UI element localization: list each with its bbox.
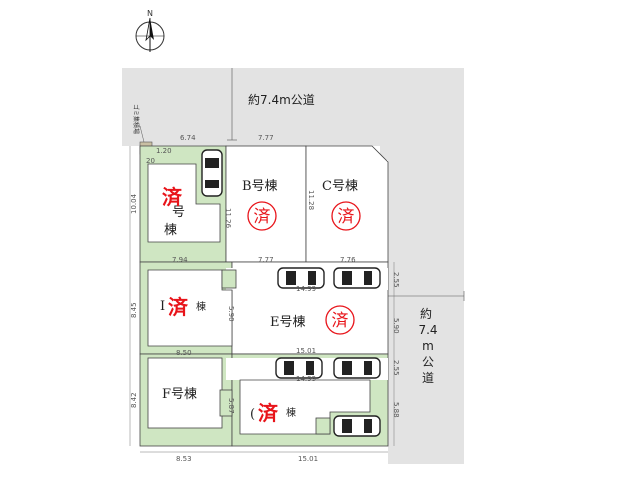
lot-f-label: F号棟 — [162, 387, 197, 402]
dim-lot-d-left: 8.45 — [130, 302, 138, 318]
dim-lot-c-bottom: 7.76 — [340, 256, 356, 264]
dim-corner-a: 1.20 — [156, 147, 172, 155]
dim-lot-d-bottom: 8.50 — [176, 349, 192, 357]
lot-c-label: C号棟 — [322, 179, 358, 194]
dim-lot-b-left: 11.26 — [224, 208, 232, 229]
dim-lot-g-right: 5.88 — [392, 402, 400, 418]
building-f — [147, 357, 223, 429]
lot-a-label-1: 号 — [172, 205, 185, 220]
lot-e-label: E号棟 — [270, 315, 306, 330]
building-g — [239, 379, 371, 435]
lot-d-sold-mark: 済 — [168, 295, 189, 319]
car-icon — [275, 357, 323, 379]
east-road-label-1: 約 — [420, 306, 432, 321]
lot-d-label-suffix: 棟 — [196, 300, 206, 313]
dim-lot-a-bottom: 7.94 — [172, 256, 188, 264]
dim-lot-e-bottom: 15.01 — [296, 347, 316, 355]
dim-lot-e-left: 5.90 — [227, 306, 235, 322]
dim-east-top: 2.55 — [392, 272, 400, 288]
dim-top-a: 6.74 — [180, 134, 196, 142]
east-road-label-5: 道 — [422, 371, 434, 385]
dim-bottom-g: 15.01 — [298, 455, 318, 463]
lot-b-seal — [247, 201, 277, 231]
north-label: N — [147, 9, 153, 18]
north-arrow-icon: N — [135, 9, 165, 52]
lot-c-seal — [331, 201, 361, 231]
lot-c — [305, 145, 389, 263]
east-road-label-2: 7.4 — [418, 323, 437, 337]
dim-bottom-f: 8.53 — [176, 455, 192, 463]
lot-g-sold-mark: 済 — [258, 401, 279, 425]
dim-lot-g-left: 5.87 — [227, 398, 235, 414]
dim-lot-g-top: 14.99 — [296, 375, 316, 383]
dim-lot-e-top: 14.99 — [296, 285, 316, 293]
lot-d-label-prefix: I — [160, 299, 165, 314]
dim-corner-b: 20 — [146, 157, 155, 165]
dim-lot-a-left: 10.04 — [130, 193, 138, 214]
garbage-label: ゴミ集積場 — [132, 104, 140, 134]
lot-a-sold-mark: 済 — [162, 185, 183, 209]
dim-east-mid: 2.55 — [392, 360, 400, 376]
lot-e-seal-mark: 済 — [332, 311, 349, 331]
dim-top-b: 7.77 — [258, 134, 274, 142]
lot-a-label-2: 棟 — [164, 223, 177, 238]
lot-g-label-prefix: ( — [250, 407, 255, 422]
car-icon — [333, 357, 381, 379]
lot-b-seal-mark: 済 — [254, 207, 271, 227]
lot-g-label-suffix: 棟 — [286, 406, 296, 419]
lot-b — [225, 145, 307, 263]
car-icon — [201, 149, 223, 197]
lot-b-label: B号棟 — [242, 179, 278, 194]
car-icons — [201, 149, 381, 437]
east-road-label-3: m — [422, 339, 434, 353]
dim-lot-b-bottom: 7.77 — [258, 256, 274, 264]
north-road-label: 約7.4m公道 — [248, 92, 315, 107]
car-icon — [333, 267, 381, 289]
car-icon — [277, 267, 325, 289]
east-road-label-4: 公 — [422, 355, 434, 369]
lot-c-seal-mark: 済 — [338, 207, 355, 227]
lot-e-seal — [325, 305, 355, 335]
east-road — [388, 146, 464, 464]
dim-lot-c-left: 11.28 — [307, 190, 315, 210]
dim-lot-e-right: 5.90 — [392, 318, 400, 334]
car-icon — [333, 415, 381, 437]
building-a — [147, 163, 221, 243]
dim-lot-f-left: 8.42 — [130, 392, 138, 408]
